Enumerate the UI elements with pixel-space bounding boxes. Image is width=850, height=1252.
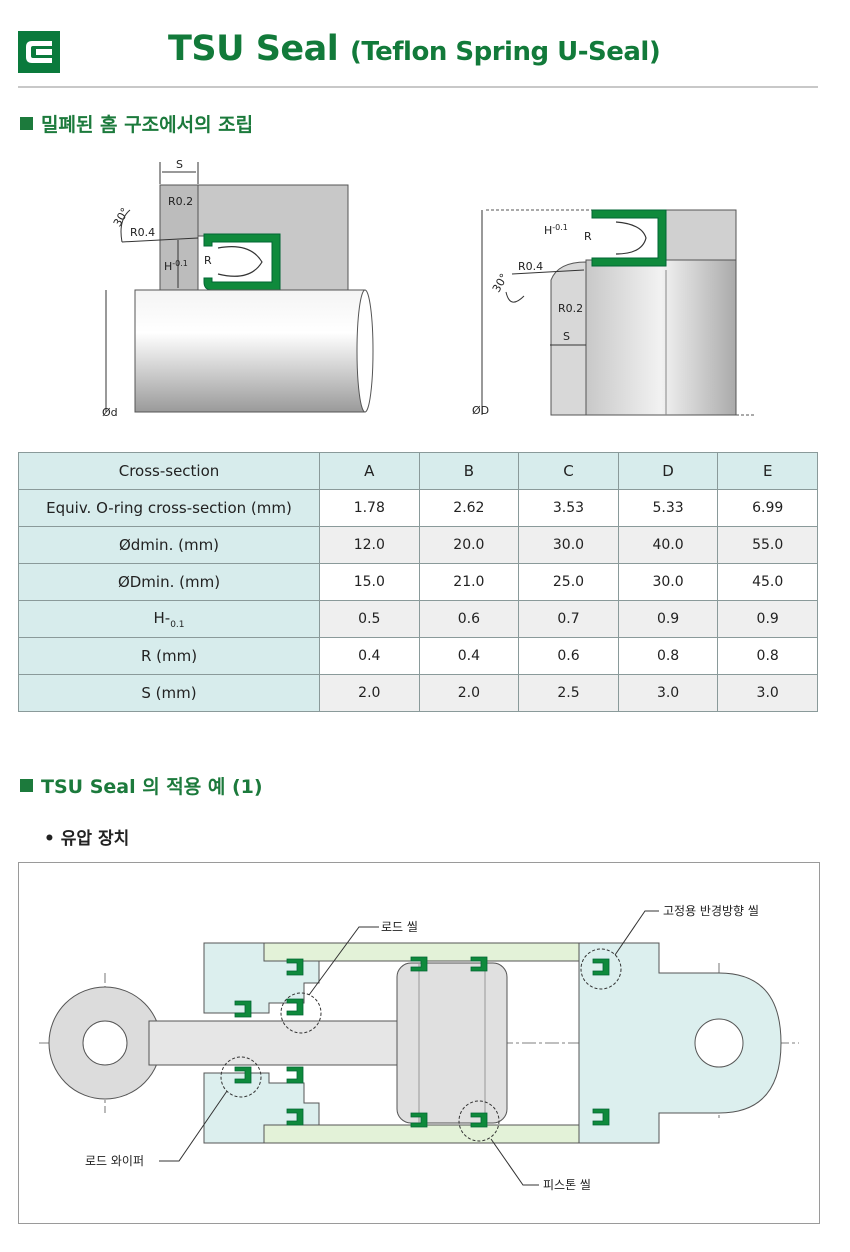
dim-bore-diameter-label: ØD [472, 404, 489, 417]
dim-angle-label-2: 30° [490, 271, 511, 294]
table-cell: 30.0 [518, 526, 619, 564]
dim-s2-label: S [563, 330, 570, 343]
table-cell: 0.8 [617, 637, 719, 675]
square-bullet-icon [20, 117, 33, 130]
bullet-hydraulic: • 유압 장치 [44, 829, 130, 849]
square-bullet-icon [20, 779, 33, 792]
dim-r2-label: R [584, 230, 592, 243]
dim-rod-diameter-label: Ød [102, 406, 118, 419]
table-cell: 30.0 [617, 563, 719, 601]
piston-seal-callout [458, 1100, 500, 1142]
rod-groove-diagram: S R0.2 R0.4 30° H-0.1 R Ød [102, 158, 374, 419]
table-row: Ødmin. (mm) 12.0 20.0 30.0 40.0 55.0 [18, 526, 818, 564]
table-cell: 0.4 [418, 637, 520, 675]
piston-step [550, 261, 587, 416]
rod-wiper-callout [220, 1056, 262, 1098]
dim-h2-label: H-0.1 [544, 223, 568, 237]
table-cell: 12.0 [319, 526, 420, 564]
table-cell: 6.99 [717, 489, 818, 527]
rod-seal-callout [280, 992, 322, 1034]
row-label: Ødmin. (mm) [18, 526, 320, 564]
table-row: H-0.1 0.5 0.6 0.7 0.9 0.9 [18, 600, 818, 638]
table-cell: 1.78 [319, 489, 420, 527]
page-title: TSU Seal (Teflon Spring U-Seal) [168, 29, 661, 69]
table-cell: 0.6 [518, 637, 619, 675]
table-cell: 5.33 [617, 489, 719, 527]
dim-r-label: R [204, 254, 212, 267]
title-subtitle: (Teflon Spring U-Seal) [349, 37, 661, 67]
table-header-cell: B [418, 452, 520, 490]
title-main: TSU Seal [168, 29, 339, 69]
table-cell: 55.0 [717, 526, 818, 564]
table-cell: 25.0 [518, 563, 619, 601]
dim-h-label: H-0.1 [164, 259, 188, 273]
table-header-row: Cross-section A B C D E [18, 452, 818, 490]
section-heading-assembly: 밀폐된 홈 구조에서의 조립 [20, 110, 253, 137]
barrel-top [263, 942, 620, 962]
housing-lip [159, 184, 199, 291]
row-label: ØDmin. (mm) [18, 563, 320, 601]
rod-cylinder [134, 289, 366, 413]
table-cell: 3.0 [617, 674, 719, 712]
label-piston-seal: 피스톤 씰 [543, 1178, 591, 1192]
table-cell: 0.9 [617, 600, 719, 638]
dim-s-label: S [176, 158, 183, 171]
table-cell: 2.5 [518, 674, 619, 712]
table-cell: 0.6 [418, 600, 520, 638]
table-header-cell: D [617, 452, 719, 490]
dim-r04-label-2: R0.4 [518, 260, 543, 273]
table-row: Equiv. O-ring cross-section (mm) 1.78 2.… [18, 489, 818, 527]
table-cell: 21.0 [418, 563, 520, 601]
seal-profile [203, 233, 281, 291]
table-header-cell: A [319, 452, 420, 490]
dim-r02-label: R0.2 [168, 195, 193, 208]
label-static-radial-seal: 고정용 반경방향 씰 [663, 904, 759, 918]
static-seal-callout [580, 948, 622, 990]
table-cell: 2.0 [418, 674, 520, 712]
barrel-bottom [263, 1124, 620, 1144]
dim-r02-label-2: R0.2 [558, 302, 583, 315]
table-cell: 0.8 [717, 637, 818, 675]
spec-table: Cross-section A B C D E Equiv. O-ring cr… [18, 452, 818, 712]
section-heading-application: TSU Seal 의 적용 예 (1) [20, 772, 263, 799]
table-header-cell: E [717, 452, 818, 490]
dim-r04-label: R0.4 [130, 226, 155, 239]
table-cell: 2.62 [418, 489, 520, 527]
row-label: S (mm) [18, 674, 320, 712]
table-cell: 3.53 [518, 489, 619, 527]
table-row: ØDmin. (mm) 15.0 21.0 25.0 30.0 45.0 [18, 563, 818, 601]
company-logo-icon [18, 31, 60, 73]
table-cell: 20.0 [418, 526, 520, 564]
table-row: R (mm) 0.4 0.4 0.6 0.8 0.8 [18, 637, 818, 675]
table-cell: 3.0 [717, 674, 818, 712]
page-header: TSU Seal (Teflon Spring U-Seal) [18, 29, 818, 87]
table-cell: 40.0 [617, 526, 719, 564]
table-cell: 0.5 [319, 600, 420, 638]
label-rod-seal: 로드 씰 [381, 920, 418, 934]
table-cell: 15.0 [319, 563, 420, 601]
piston-body [585, 259, 737, 416]
table-cell: 0.9 [717, 600, 818, 638]
header-divider [18, 86, 818, 88]
table-header-cell: C [518, 452, 619, 490]
row-label: Equiv. O-ring cross-section (mm) [18, 489, 320, 527]
piston-groove-diagram: ØD H-0.1 R R0.4 30° R0.2 S [472, 209, 756, 417]
table-header-cell: Cross-section [18, 452, 320, 490]
seal-profile-2 [591, 209, 667, 267]
table-cell: 0.7 [518, 600, 619, 638]
table-cell: 2.0 [319, 674, 420, 712]
hydraulic-cylinder-diagram: 로드 씰 고정용 반경방향 씰 로드 와이퍼 피스톤 씰 [18, 862, 820, 1224]
cap-end [578, 942, 782, 1144]
row-label: H-0.1 [18, 600, 320, 638]
table-row: S (mm) 2.0 2.0 2.5 3.0 3.0 [18, 674, 818, 712]
table-cell: 45.0 [717, 563, 818, 601]
table-cell: 0.4 [319, 637, 420, 675]
piston [396, 962, 508, 1124]
piston-rod [148, 1020, 400, 1066]
label-rod-wiper: 로드 와이퍼 [85, 1154, 144, 1168]
row-label: R (mm) [18, 637, 320, 675]
